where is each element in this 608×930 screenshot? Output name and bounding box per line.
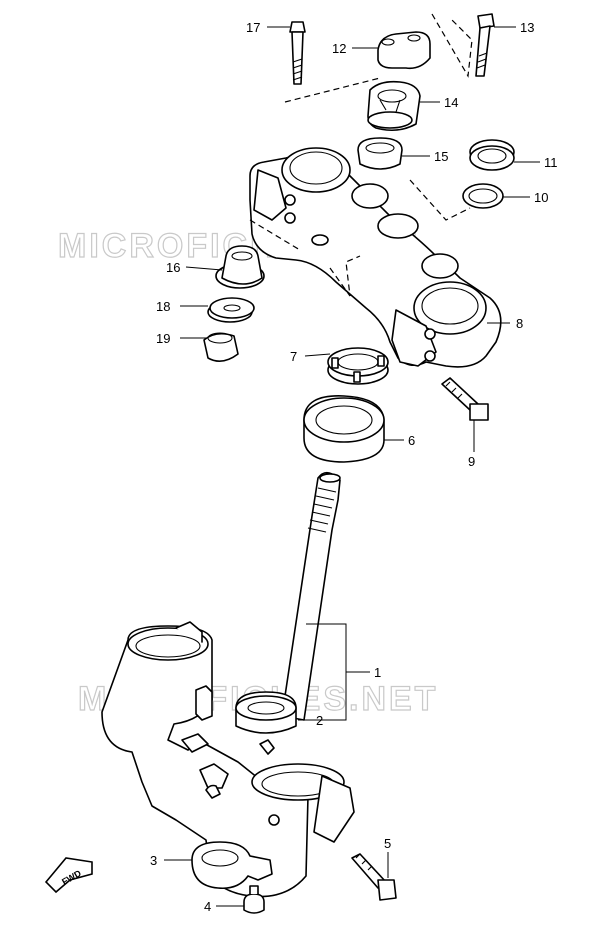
callout-10: 10 [534, 190, 548, 205]
callout-4: 4 [204, 899, 211, 914]
lower-bracket [101, 621, 355, 898]
callout-3: 3 [150, 853, 157, 868]
part-10-washer [462, 183, 504, 209]
clamp-bolt-line-a [431, 13, 473, 78]
callout-6: 6 [408, 433, 415, 448]
bracket-guide-right [409, 179, 471, 221]
part-19-collar-nut [203, 332, 239, 362]
part-1-steering-stem [281, 471, 341, 721]
part-15-damper-rubber [357, 137, 403, 170]
part-16-damper [215, 245, 265, 289]
callout-12: 12 [332, 41, 346, 56]
part-3-clamp [191, 841, 273, 890]
part-12-clamp-cap [377, 31, 431, 70]
callout-19: 19 [156, 331, 170, 346]
part-5-bolt [351, 853, 397, 901]
part-7-stem-nut [327, 347, 389, 385]
callout-18: 18 [156, 299, 170, 314]
part-8-upper-bracket [249, 147, 502, 368]
callout-14: 14 [444, 95, 458, 110]
clamp-bolt-line-b [284, 77, 381, 103]
callout-11: 11 [544, 155, 558, 170]
leader-lines [164, 26, 540, 907]
callout-13: 13 [520, 20, 534, 35]
part-6-bearing [303, 395, 385, 463]
part-9-bolt [441, 377, 489, 421]
part-4-bolt [243, 885, 265, 914]
callout-7: 7 [290, 349, 297, 364]
callout-5: 5 [384, 836, 391, 851]
part-11-ring [469, 139, 515, 171]
part-13-bolt [475, 13, 495, 77]
part-2-seal [235, 691, 297, 734]
bracket-guide-left [249, 219, 361, 297]
callout-1: 1 [374, 665, 381, 680]
callout-8: 8 [516, 316, 523, 331]
fwd-arrow-icon: FWD [44, 857, 93, 894]
callout-17: 17 [246, 20, 260, 35]
callout-16: 16 [166, 260, 180, 275]
callout-2: 2 [316, 713, 323, 728]
part-14-clamp-base [367, 80, 421, 132]
part-18-washer [207, 297, 255, 323]
part-17-bolt [289, 21, 306, 85]
callout-15: 15 [434, 149, 448, 164]
callout-9: 9 [468, 454, 475, 469]
